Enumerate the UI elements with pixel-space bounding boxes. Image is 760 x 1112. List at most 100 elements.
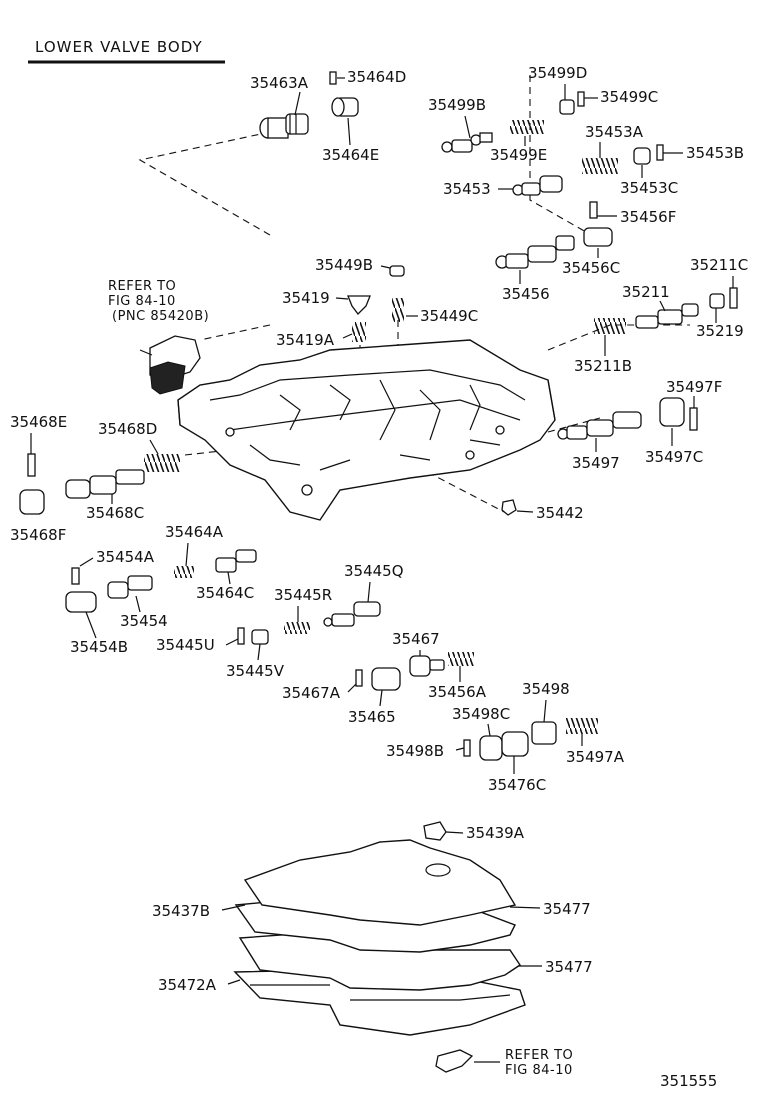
label-35453B: 35453B	[686, 144, 744, 162]
label-35211B: 35211B	[574, 357, 632, 375]
valve-35463A-icon	[259, 113, 309, 139]
plug-35449B-icon	[389, 265, 405, 277]
valve-35497-icon	[557, 411, 642, 440]
valve-35464C-icon	[215, 549, 257, 573]
label-35456F: 35456F	[620, 208, 676, 226]
refer-top-line3: (PNC 85420B)	[112, 309, 209, 324]
plug-35465-icon	[371, 667, 401, 691]
label-35467A: 35467A	[282, 684, 341, 702]
clip-35497F-icon	[689, 407, 698, 431]
label-35498B: 35498B	[386, 742, 444, 760]
label-35437B: 35437B	[152, 902, 210, 920]
clip-35456F-icon	[589, 201, 598, 219]
spring-35453A-icon	[582, 158, 618, 174]
plug-35219-icon	[709, 293, 725, 309]
label-35464A: 35464A	[165, 523, 224, 541]
label-35477-lower: 35477	[545, 958, 593, 976]
label-35456: 35456	[502, 285, 550, 303]
spring-35445R-icon	[284, 622, 310, 634]
label-35445V: 35445V	[226, 662, 285, 680]
refer-top-line1: REFER TO	[108, 279, 176, 294]
label-35464C: 35464C	[196, 584, 254, 602]
label-35476C: 35476C	[488, 776, 546, 794]
clip-35445U-icon	[237, 627, 245, 645]
plug-35454B-icon	[65, 591, 97, 613]
solenoid-icon	[139, 335, 201, 395]
label-35499C: 35499C	[600, 88, 658, 106]
clip-35468E-icon	[27, 453, 36, 477]
spring-35419A-icon	[352, 322, 366, 342]
label-35498C: 35498C	[452, 705, 510, 723]
plug-35456C-icon	[583, 227, 613, 247]
valve-35456-icon	[495, 235, 575, 269]
label-35454: 35454	[120, 612, 168, 630]
label-35453C: 35453C	[620, 179, 678, 197]
label-35468C: 35468C	[86, 504, 144, 522]
clip-35453B-icon	[656, 144, 664, 161]
label-35454B: 35454B	[70, 638, 128, 656]
label-35497A: 35497A	[566, 748, 625, 766]
strainer-35439A-icon	[423, 821, 447, 841]
label-35453A: 35453A	[585, 123, 644, 141]
valve-35468C-icon	[65, 469, 145, 499]
label-35456A: 35456A	[428, 683, 487, 701]
spring-35211B-icon	[594, 318, 626, 334]
label-35468F: 35468F	[10, 526, 66, 544]
detent-spring-icon	[435, 1049, 474, 1073]
label-35463A: 35463A	[250, 74, 309, 92]
check-ball-35419-icon	[347, 295, 371, 315]
valve-35445Q-icon	[323, 601, 381, 627]
spring-35449C-icon	[392, 298, 404, 322]
refer-bottom-line2: FIG 84-10	[505, 1063, 573, 1078]
label-35497: 35497	[572, 454, 620, 472]
clip-35454A-icon	[71, 567, 80, 585]
label-35211C: 35211C	[690, 256, 748, 274]
label-35419A: 35419A	[276, 331, 335, 349]
label-35456C: 35456C	[562, 259, 620, 277]
label-35211: 35211	[622, 283, 670, 301]
label-35419: 35419	[282, 289, 330, 307]
spring-35464A-icon	[174, 566, 194, 578]
label-35477-upper: 35477	[543, 900, 591, 918]
label-35468E: 35468E	[10, 413, 67, 431]
plug-35468F-icon	[19, 489, 45, 515]
label-35442: 35442	[536, 504, 584, 522]
figure-number: 351555	[660, 1072, 717, 1090]
label-35445Q: 35445Q	[344, 562, 404, 580]
plug-35498-icon	[531, 721, 557, 745]
label-35464D: 35464D	[347, 68, 406, 86]
valve-35467-icon	[409, 655, 445, 677]
separator-plate-35437B-icon	[243, 839, 517, 926]
label-35467: 35467	[392, 630, 440, 648]
refer-bottom-line1: REFER TO	[505, 1048, 573, 1063]
valve-35453-icon	[512, 175, 563, 196]
clip-35499C-icon	[577, 91, 585, 107]
label-35219: 35219	[696, 322, 744, 340]
valve-body-plate	[177, 339, 556, 521]
label-35498: 35498	[522, 680, 570, 698]
label-35454A: 35454A	[96, 548, 155, 566]
label-35449C: 35449C	[420, 307, 478, 325]
plug-35445V-icon	[251, 629, 269, 645]
diagram-title: LOWER VALVE BODY	[35, 38, 203, 56]
plug-35476C-icon	[501, 731, 529, 757]
label-35464E: 35464E	[322, 146, 379, 164]
label-35499D: 35499D	[528, 64, 587, 82]
spring-35456A-icon	[448, 652, 474, 666]
valve-35211-icon	[635, 303, 699, 329]
clip-35211C-icon	[729, 287, 738, 309]
label-35499B: 35499B	[428, 96, 486, 114]
spring-35497A-icon	[566, 718, 598, 734]
label-35472A: 35472A	[158, 976, 217, 994]
spring-35468D-icon	[144, 454, 180, 472]
fitting-35442-icon	[501, 499, 517, 516]
clip-35467A-icon	[355, 669, 363, 687]
label-35497C: 35497C	[645, 448, 703, 466]
label-35445R: 35445R	[274, 586, 332, 604]
plug-35499D-icon	[559, 99, 575, 115]
label-35465: 35465	[348, 708, 396, 726]
label-35453: 35453	[443, 180, 491, 198]
label-35499E: 35499E	[490, 146, 547, 164]
label-35497F: 35497F	[666, 378, 722, 396]
